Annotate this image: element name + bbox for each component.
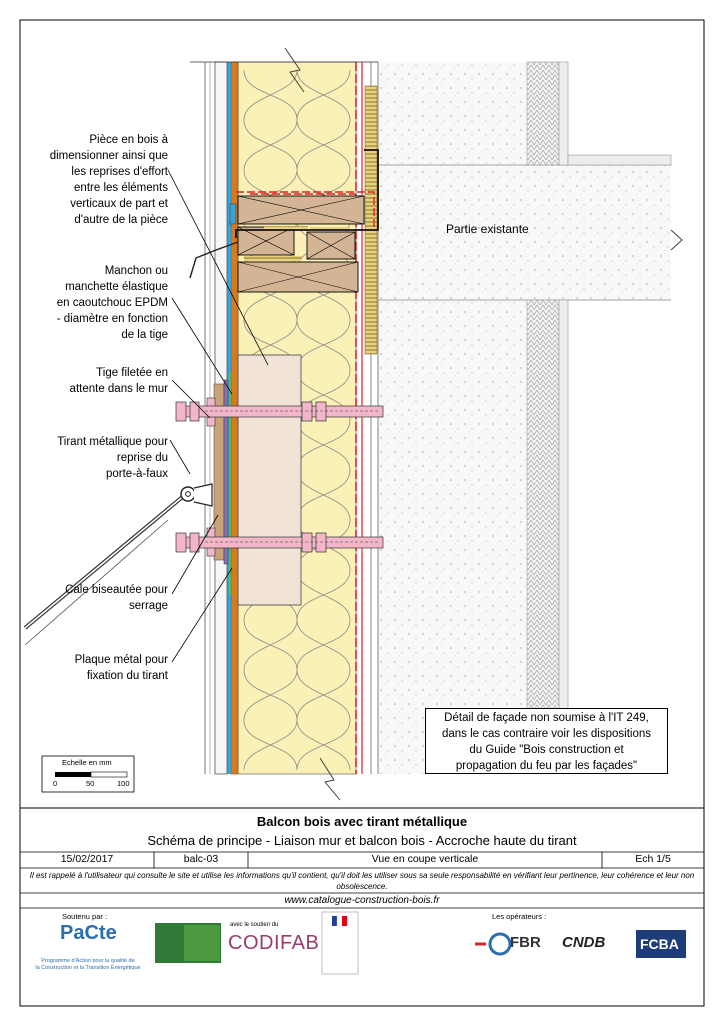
fbr-logo-circle <box>488 932 512 956</box>
insulation-wave <box>243 619 351 671</box>
fbr-logo: FBR <box>510 934 541 951</box>
interior-lining <box>558 61 569 166</box>
break-mark-bottom <box>319 757 341 801</box>
bolt-top <box>175 401 384 422</box>
drawing-date: 15/02/2017 <box>60 853 114 865</box>
cndb-logo: CNDB <box>562 934 606 951</box>
existing-slab <box>378 165 671 300</box>
bolt-bottom <box>175 532 384 553</box>
leader-tige <box>171 379 211 419</box>
label-tige: Tige filetée en attente dans le mur <box>69 367 168 395</box>
label-plaque: Plaque métal pour fixation du tirant <box>74 654 168 682</box>
insulation-wave <box>243 269 351 321</box>
les-operateurs: Les opérateurs : <box>492 912 547 921</box>
website-link[interactable]: www.catalogue-construction-bois.fr <box>284 895 440 906</box>
wood-piece <box>237 354 302 606</box>
leader-plaque <box>171 567 233 663</box>
stripe-band-mid <box>310 227 350 231</box>
break-mark-top <box>284 47 305 93</box>
metal-plate <box>223 379 229 565</box>
label-partie-existante: Partie existante <box>446 222 529 236</box>
interior-insulation-bottom <box>526 299 560 711</box>
stripe-band-lower <box>244 256 302 261</box>
soutenu-par: Soutenu par : <box>62 912 108 921</box>
scale-bar-black <box>55 772 91 777</box>
insulation-wave <box>243 719 351 771</box>
scale-tick-0: 0 <box>53 779 58 788</box>
note-box: Détail de façade non soumise à l'IT 249,… <box>425 708 668 774</box>
scale-title: Echelle en mm <box>62 758 112 767</box>
fcba-logo: FCBA <box>640 936 679 952</box>
leader-piece-bois <box>167 169 269 366</box>
drawing-view: Vue en coupe verticale <box>371 853 479 865</box>
interior-insulation-top <box>526 61 560 166</box>
leader-cale <box>171 514 219 595</box>
insulation-wave <box>243 319 351 371</box>
codifab-logo: CODIFAB <box>228 932 320 954</box>
red-flashing <box>236 191 375 228</box>
stripe-band-upper <box>264 226 308 230</box>
scale-tick-50: 50 <box>86 779 95 788</box>
codifab-pre: avec le soutien du <box>230 922 279 928</box>
small-block <box>229 203 237 225</box>
pacte-logo: PaCte <box>60 922 117 944</box>
drip-flashing <box>189 241 239 279</box>
insulation-wave <box>243 669 351 721</box>
orange-board <box>230 61 239 775</box>
label-manchon: Manchon ou manchette élastique en caoutc… <box>56 265 168 341</box>
label-cale: Cale biseautée pour serrage <box>65 584 168 612</box>
tie-rod <box>23 483 213 646</box>
insulation-wave <box>243 69 351 121</box>
label-tirant: Tirant métallique pour reprise du porte-… <box>57 436 168 480</box>
page-frame <box>19 19 705 1007</box>
drawing-scale: Ech 1/5 <box>635 853 671 865</box>
label-piece-bois: Pièce en bois à dimensionner ainsi que l… <box>49 134 168 226</box>
disclaimer: Il est rappelé à l'utilisateur qui consu… <box>29 871 695 891</box>
drawing-ref: balc-03 <box>183 853 219 865</box>
leader-manchon <box>171 297 233 395</box>
scale-tick-100: 100 <box>117 779 130 788</box>
floor-finish <box>567 154 672 166</box>
pacte-tagline: Programme d'Action pour la qualité de la… <box>35 958 141 971</box>
leader-tirant <box>169 439 191 475</box>
scale-box <box>41 755 135 793</box>
interior-lining-2 <box>558 299 569 711</box>
drawing-subtitle: Schéma de principe - Liaison mur et balc… <box>147 833 577 848</box>
fcba-logo-box <box>636 930 686 958</box>
metal-angle <box>235 149 379 238</box>
rail <box>364 85 378 355</box>
insulation-wave <box>243 169 351 221</box>
insulation-wave <box>243 119 351 171</box>
break-mark-slab <box>670 229 683 251</box>
fier-logo-inner <box>184 925 220 961</box>
scale-bar-white <box>90 771 128 778</box>
drawing-title: Balcon bois avec tirant métallique <box>256 814 468 829</box>
